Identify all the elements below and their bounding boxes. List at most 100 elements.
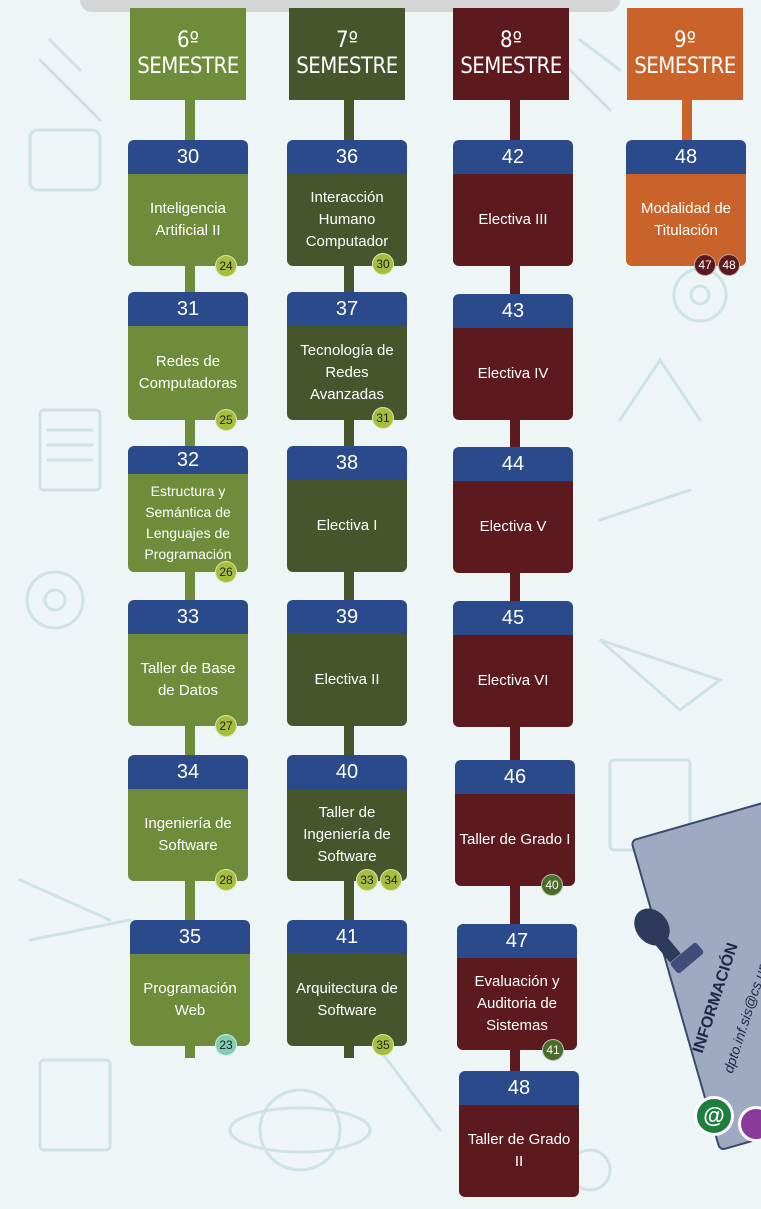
course-card-titulacion[interactable]: 48 Modalidad de Titulación: [626, 140, 746, 266]
semester-number: 8º: [500, 28, 522, 53]
prereq-badge: 28: [215, 869, 237, 891]
prereq-badge: 34: [380, 869, 402, 891]
course-card-46[interactable]: 46 Taller de Grado I: [455, 760, 575, 886]
course-code: 37: [287, 292, 407, 326]
course-card-34[interactable]: 34 Ingeniería de Software: [128, 755, 248, 881]
course-name: Electiva V: [453, 481, 573, 573]
course-code: 38: [287, 446, 407, 480]
prereq-badge: 27: [215, 715, 237, 737]
prereq-badges: 26: [215, 561, 237, 583]
course-card-38[interactable]: 38 Electiva I: [287, 446, 407, 572]
prereq-badge: 48: [718, 254, 740, 276]
course-card-42[interactable]: 42 Electiva III: [453, 140, 573, 266]
prereq-badge: 25: [215, 409, 237, 431]
course-card-40[interactable]: 40 Taller de Ingeniería de Software: [287, 755, 407, 881]
course-code: 30: [128, 140, 248, 174]
course-code: 43: [453, 294, 573, 328]
course-card-39[interactable]: 39 Electiva II: [287, 600, 407, 726]
prereq-badges: 33 34: [356, 869, 402, 891]
course-name: Taller de Base de Datos: [128, 634, 248, 726]
semester-number: 9º: [674, 28, 696, 53]
course-code: 48: [626, 140, 746, 174]
course-card-31[interactable]: 31 Redes de Computadoras: [128, 292, 248, 420]
course-code: 45: [453, 601, 573, 635]
course-name: Arquitectura de Software: [287, 954, 407, 1046]
prereq-badge: 41: [542, 1039, 564, 1061]
semester-header-6: 6º SEMESTRE: [130, 8, 246, 100]
prereq-badges: 35: [372, 1034, 394, 1056]
course-name: Inteligencia Artificial II: [128, 174, 248, 266]
course-name: Ingeniería de Software: [128, 789, 248, 881]
semester-label: SEMESTRE: [296, 54, 398, 79]
semester-header-9: 9º SEMESTRE: [627, 8, 743, 100]
prereq-badge: 24: [215, 255, 237, 277]
course-code: 48: [459, 1071, 579, 1105]
course-card-33[interactable]: 33 Taller de Base de Datos: [128, 600, 248, 726]
course-card-30[interactable]: 30 Inteligencia Artificial II: [128, 140, 248, 266]
purple-circle-icon[interactable]: [738, 1106, 761, 1142]
prereq-badge: 26: [215, 561, 237, 583]
prereq-badges: 24: [215, 255, 237, 277]
course-name: Electiva III: [453, 174, 573, 266]
course-code: 36: [287, 140, 407, 174]
semester-header-8: 8º SEMESTRE: [453, 8, 569, 100]
prereq-badge: 35: [372, 1034, 394, 1056]
course-name: Estructura y Semántica de Lenguajes de P…: [128, 474, 248, 572]
prereq-badges: 27: [215, 715, 237, 737]
stamp-icon: [634, 908, 704, 974]
course-name: Electiva IV: [453, 328, 573, 420]
course-name: Taller de Ingeniería de Software: [287, 789, 407, 881]
prereq-badges: 31: [372, 407, 394, 429]
prereq-badge: 30: [372, 253, 394, 275]
prereq-badges: 30: [372, 253, 394, 275]
course-code: 39: [287, 600, 407, 634]
course-card-43[interactable]: 43 Electiva IV: [453, 294, 573, 420]
course-card-35[interactable]: 35 Programación Web: [130, 920, 250, 1046]
semester-header-7: 7º SEMESTRE: [289, 8, 405, 100]
course-name: Programación Web: [130, 954, 250, 1046]
course-code: 35: [130, 920, 250, 954]
course-card-32[interactable]: 32 Estructura y Semántica de Lenguajes d…: [128, 446, 248, 572]
connector-col6: [185, 98, 195, 1058]
course-code: 47: [457, 924, 577, 958]
prereq-badges: 47 48: [694, 254, 740, 276]
prereq-badges: 41: [542, 1039, 564, 1061]
course-code: 41: [287, 920, 407, 954]
course-code: 40: [287, 755, 407, 789]
semester-label: SEMESTRE: [460, 54, 562, 79]
course-name: Evaluación y Auditoria de Sistemas: [457, 958, 577, 1050]
semester-label: SEMESTRE: [137, 54, 239, 79]
course-code: 46: [455, 760, 575, 794]
course-card-47[interactable]: 47 Evaluación y Auditoria de Sistemas: [457, 924, 577, 1050]
prereq-badge: 40: [541, 874, 563, 896]
course-card-48[interactable]: 48 Taller de Grado II: [459, 1071, 579, 1197]
semester-label: SEMESTRE: [634, 54, 736, 79]
prereq-badges: 23: [215, 1034, 237, 1056]
course-code: 32: [128, 446, 248, 474]
course-code: 44: [453, 447, 573, 481]
at-icon[interactable]: @: [694, 1096, 734, 1136]
course-name: Interacción Humano Computador: [287, 174, 407, 266]
course-name: Electiva II: [287, 634, 407, 726]
course-name: Modalidad de Titulación: [626, 174, 746, 266]
prereq-badges: 25: [215, 409, 237, 431]
prereq-badge: 23: [215, 1034, 237, 1056]
course-name: Electiva I: [287, 480, 407, 572]
course-card-37[interactable]: 37 Tecnología de Redes Avanzadas: [287, 292, 407, 420]
course-name: Electiva VI: [453, 635, 573, 727]
connector-col7: [344, 98, 354, 1058]
prereq-badge: 31: [372, 407, 394, 429]
course-card-45[interactable]: 45 Electiva VI: [453, 601, 573, 727]
prereq-badge: 33: [356, 869, 378, 891]
course-name: Redes de Computadoras: [128, 326, 248, 420]
course-card-41[interactable]: 41 Arquitectura de Software: [287, 920, 407, 1046]
connector-col9: [682, 98, 692, 148]
course-code: 33: [128, 600, 248, 634]
course-card-36[interactable]: 36 Interacción Humano Computador: [287, 140, 407, 266]
course-name: Taller de Grado I: [455, 794, 575, 886]
semester-number: 6º: [177, 28, 199, 53]
course-card-44[interactable]: 44 Electiva V: [453, 447, 573, 573]
prereq-badges: 40: [541, 874, 563, 896]
course-name: Tecnología de Redes Avanzadas: [287, 326, 407, 420]
course-code: 42: [453, 140, 573, 174]
